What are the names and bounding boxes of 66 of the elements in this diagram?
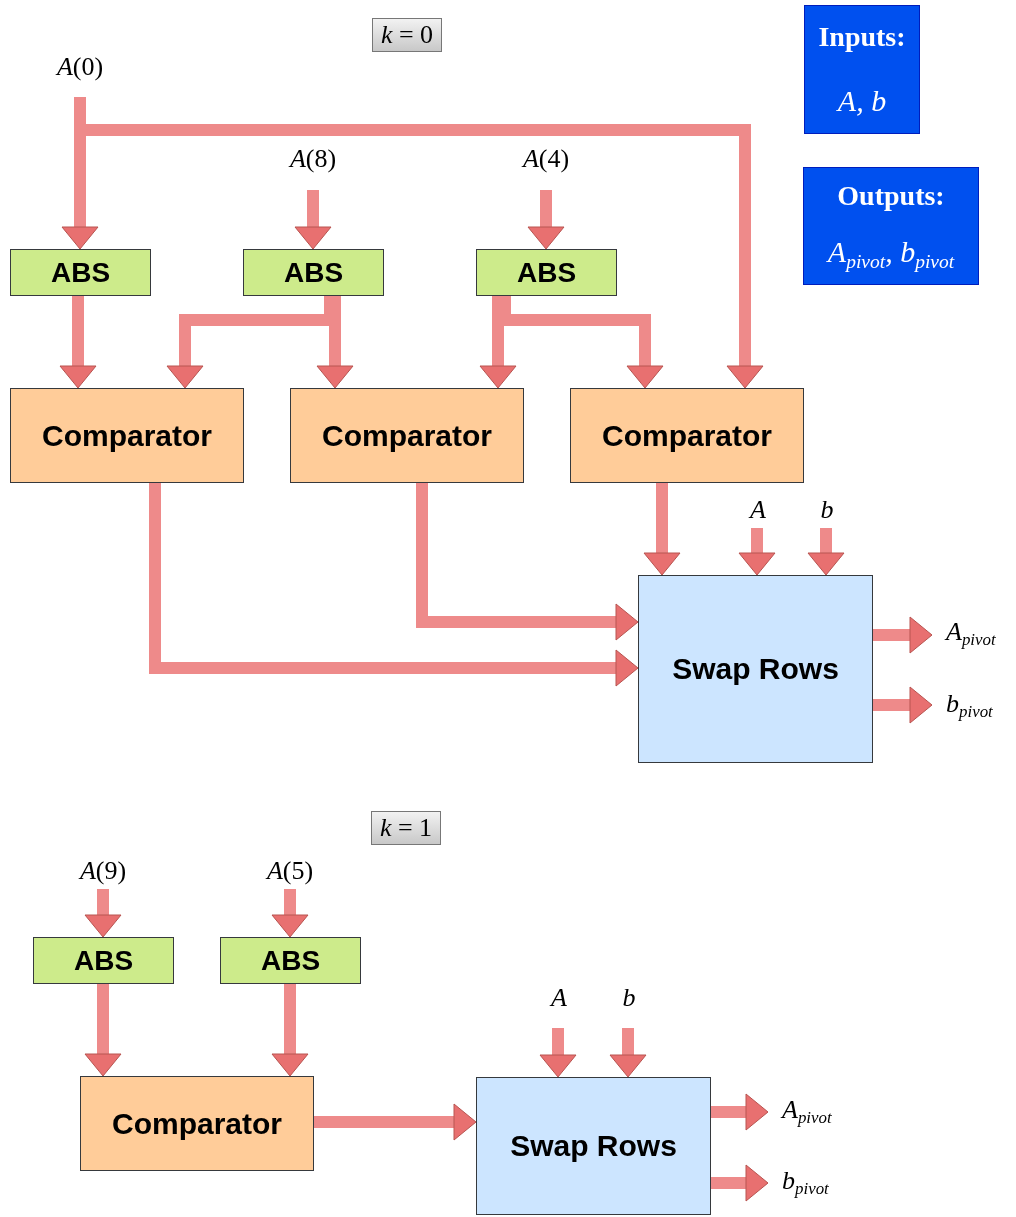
arrow xyxy=(59,296,97,389)
arrow xyxy=(149,483,639,687)
arrow xyxy=(271,889,309,938)
block-label: ABS xyxy=(516,256,577,289)
block-label: ABS xyxy=(260,944,321,977)
input-label: b xyxy=(622,983,636,1013)
arrow xyxy=(873,616,933,654)
block-label: Swap Rows xyxy=(510,1129,677,1163)
abs-block xyxy=(476,249,617,296)
block-label: ABS xyxy=(283,256,344,289)
comparator-block xyxy=(570,388,804,483)
arrow xyxy=(271,984,309,1077)
input-label: A xyxy=(551,983,567,1013)
arrow xyxy=(316,296,354,389)
arrow xyxy=(527,190,565,250)
arrow xyxy=(873,686,933,724)
arrow xyxy=(807,528,845,576)
abs-block xyxy=(243,249,384,296)
block-label: Swap Rows xyxy=(672,652,839,686)
step-label-box xyxy=(372,18,442,52)
arrow xyxy=(609,1028,647,1078)
outputs-box xyxy=(803,167,979,285)
block-label: ABS xyxy=(73,944,134,977)
comparator-block xyxy=(10,388,244,483)
math-text: A$_{pivot}$, b$_{pivot}$ xyxy=(827,234,955,273)
arrow xyxy=(539,1028,577,1078)
arrow xyxy=(416,483,639,641)
block-label: Comparator xyxy=(322,418,492,453)
inputs-box xyxy=(804,5,920,134)
input-label: A(5) xyxy=(266,856,314,886)
step-label: k = 1 xyxy=(379,813,433,843)
arrow xyxy=(479,296,517,389)
block-label: Comparator xyxy=(602,418,772,453)
abs-block xyxy=(220,937,361,984)
arrow xyxy=(84,984,122,1077)
output-label: b$_{pivot}$ xyxy=(782,1166,829,1200)
math-text: A, b xyxy=(837,83,887,118)
input-label: A(4) xyxy=(522,144,570,174)
box-heading: Inputs: xyxy=(818,21,906,54)
arrow xyxy=(84,889,122,938)
step-label: k = 0 xyxy=(380,20,434,50)
box-heading: Outputs: xyxy=(837,179,945,212)
swap-rows-block xyxy=(638,575,873,763)
abs-block xyxy=(10,249,151,296)
step-label-box xyxy=(371,811,441,845)
swap-rows-block xyxy=(476,1077,711,1215)
arrow xyxy=(643,483,681,576)
input-label: A(8) xyxy=(289,144,337,174)
input-label: A(0) xyxy=(56,52,104,82)
input-label: A(9) xyxy=(79,856,127,886)
block-label: Comparator xyxy=(112,1106,282,1141)
arrow xyxy=(314,1103,477,1141)
arrow xyxy=(738,528,776,576)
block-label: Comparator xyxy=(42,418,212,453)
input-label: b xyxy=(820,495,834,525)
output-label: A$_{pivot}$ xyxy=(782,1095,832,1129)
arrow xyxy=(711,1164,769,1202)
abs-block xyxy=(33,937,174,984)
arrow xyxy=(294,190,332,250)
input-label: A xyxy=(750,495,766,525)
block-label: ABS xyxy=(50,256,111,289)
comparator-block xyxy=(80,1076,314,1171)
output-label: b$_{pivot}$ xyxy=(946,689,993,723)
output-label: A$_{pivot}$ xyxy=(946,617,996,651)
arrow xyxy=(711,1093,769,1131)
comparator-block xyxy=(290,388,524,483)
